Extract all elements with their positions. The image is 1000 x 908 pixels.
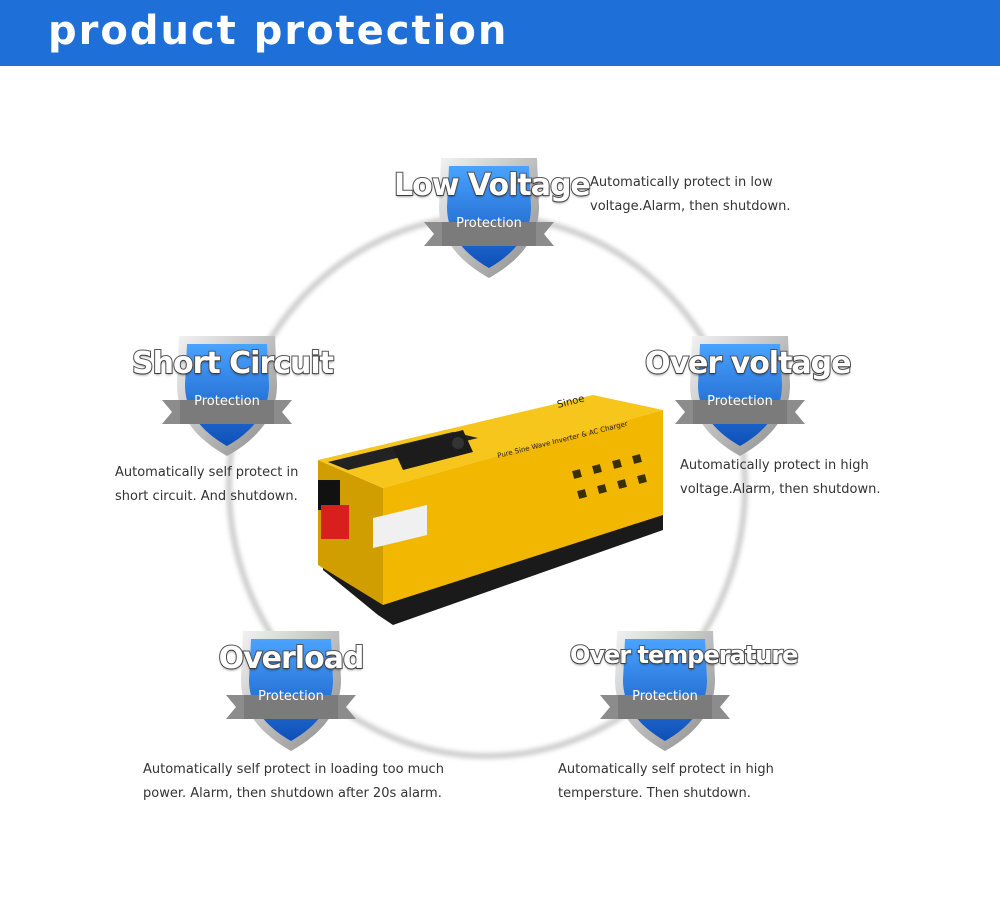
badge-title: Low Voltage <box>393 167 592 204</box>
badge-ribbon: Protection <box>456 216 522 231</box>
description-line: Automatically self protect in high <box>558 762 774 777</box>
shield-icon <box>226 631 356 751</box>
badge-description: Automatically self protect in loading to… <box>143 758 444 806</box>
badge-title: Overload <box>218 640 366 677</box>
shield-icon <box>675 336 805 456</box>
description-line: Automatically self protect in <box>115 465 299 480</box>
description-line: Automatically protect in high <box>680 458 869 473</box>
badge-description: Automatically self protect in high tempe… <box>558 758 774 806</box>
badge-low-voltage: Low Voltage Protection <box>393 152 592 282</box>
shield-icon <box>162 336 292 456</box>
badge-ribbon: Protection <box>194 394 260 409</box>
badge-title: Over temperature <box>569 640 799 670</box>
badge-ribbon: Protection <box>258 689 324 704</box>
description-line: voltage.Alarm, then shutdown. <box>680 482 881 497</box>
badge-title: Short Circuit <box>131 345 335 382</box>
header-banner: product protection <box>0 0 1000 66</box>
page-title: product protection <box>48 8 509 54</box>
description-line: Automatically self protect in loading to… <box>143 762 444 777</box>
shield-icon <box>424 158 554 278</box>
description-line: power. Alarm, then shutdown after 20s al… <box>143 786 442 801</box>
badge-overload: Overload Protection <box>196 625 386 755</box>
badge-short-circuit: Short Circuit Protection <box>131 330 335 460</box>
description-line: tempersture. Then shutdown. <box>558 786 751 801</box>
badge-description: Automatically protect in low voltage.Ala… <box>590 171 790 219</box>
description-line: voltage.Alarm, then shutdown. <box>590 199 791 214</box>
badge-title: Over voltage <box>644 345 853 382</box>
badge-description: Automatically protect in high voltage.Al… <box>680 454 880 502</box>
badge-ribbon: Protection <box>632 689 698 704</box>
badge-over-voltage: Over voltage Protection <box>644 330 853 460</box>
inverter-product-image: Sinoe Pure Sine Wave Inverter & AC Charg… <box>318 394 663 625</box>
badge-description: Automatically self protect in short circ… <box>115 461 298 509</box>
description-line: short circuit. And shutdown. <box>115 489 298 504</box>
shield-icon <box>600 631 730 751</box>
badge-over-temperature: Over temperature Protection <box>569 625 799 755</box>
badge-ribbon: Protection <box>707 394 773 409</box>
description-line: Automatically protect in low <box>590 175 773 190</box>
